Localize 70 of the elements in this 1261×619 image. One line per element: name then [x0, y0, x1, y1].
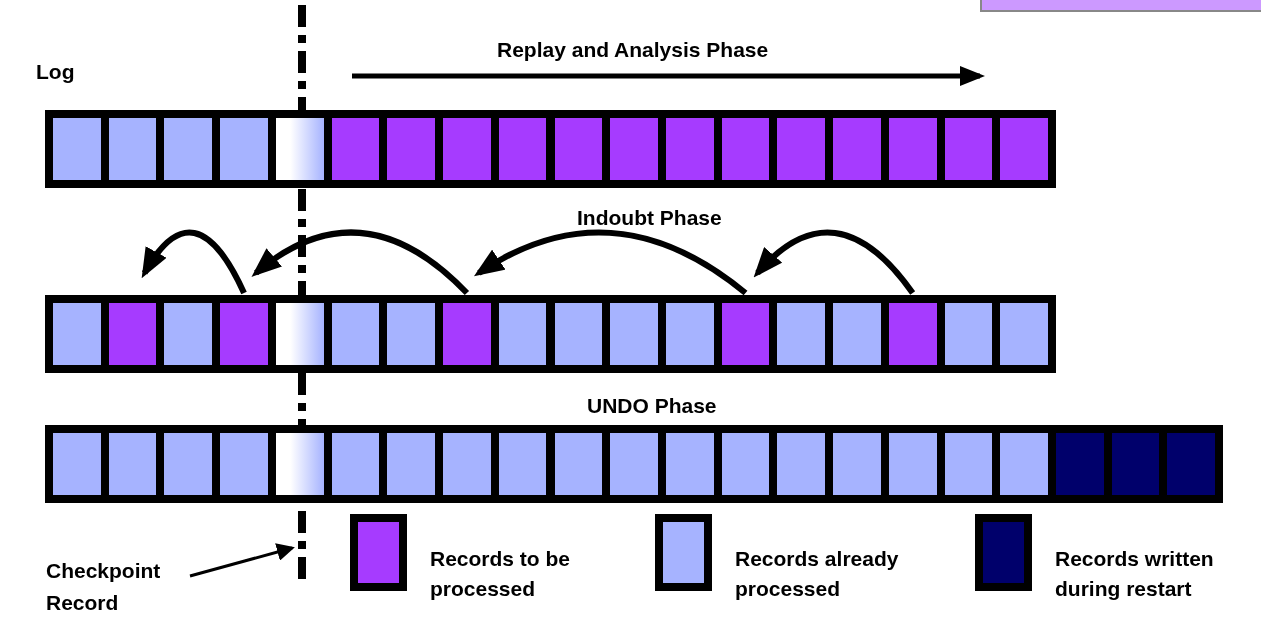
log-record — [944, 118, 993, 180]
checkpoint-record — [275, 118, 324, 180]
log-record — [331, 118, 380, 180]
log-record — [610, 433, 658, 495]
log-record — [108, 433, 157, 495]
log-record — [610, 303, 658, 365]
log-record — [53, 303, 101, 365]
log-record — [721, 303, 770, 365]
log-record — [220, 433, 268, 495]
log-record — [833, 433, 881, 495]
legend-text: Records written during restart — [1055, 546, 1215, 602]
arrow — [251, 229, 469, 296]
log-record — [108, 118, 157, 180]
arrow — [753, 229, 916, 295]
log-record — [331, 303, 380, 365]
log-record — [888, 433, 937, 495]
log-record — [164, 303, 213, 365]
log-record — [888, 118, 937, 180]
phase-label: UNDO Phase — [587, 393, 717, 419]
log-record — [331, 433, 380, 495]
log-record — [721, 118, 770, 180]
log-record — [944, 433, 993, 495]
log-record — [944, 303, 993, 365]
log-record — [498, 433, 547, 495]
log-record — [554, 118, 603, 180]
checkpoint-record — [275, 303, 324, 365]
log-record — [777, 433, 826, 495]
log-record — [610, 118, 658, 180]
log-record — [1111, 433, 1160, 495]
phase-label: Indoubt Phase — [577, 205, 722, 231]
arrow — [141, 229, 247, 295]
log-record — [108, 303, 157, 365]
log-record — [53, 118, 101, 180]
log-record — [833, 118, 881, 180]
log-record — [1000, 433, 1048, 495]
log-record — [1000, 118, 1048, 180]
log-record — [443, 118, 491, 180]
log-record — [387, 118, 436, 180]
log-record — [498, 118, 547, 180]
phase-label: Replay and Analysis Phase — [497, 37, 769, 63]
log-record — [1167, 433, 1216, 495]
log-record — [554, 303, 603, 365]
log-record — [665, 303, 714, 365]
log-record — [665, 433, 714, 495]
log-record — [888, 303, 937, 365]
log-record — [777, 303, 826, 365]
leader-line — [189, 543, 295, 578]
log-record — [164, 118, 213, 180]
log-record — [220, 118, 268, 180]
log-record — [443, 433, 491, 495]
log-record — [387, 433, 436, 495]
log-record — [833, 303, 881, 365]
log-record — [164, 433, 213, 495]
log-record — [721, 433, 770, 495]
callout-text: Checkpoint Record — [46, 555, 206, 619]
log-record — [665, 118, 714, 180]
log-record — [443, 303, 491, 365]
log-record — [387, 303, 436, 365]
log-label: Log — [36, 59, 75, 85]
log-record — [53, 433, 101, 495]
checkpoint-record — [275, 433, 324, 495]
log-record — [777, 118, 826, 180]
legend-text: Records to be processed — [430, 546, 572, 602]
log-record — [554, 433, 603, 495]
legend-text: Records already processed — [735, 546, 900, 602]
log-record — [1056, 433, 1104, 495]
arrow — [473, 229, 748, 296]
log-record — [498, 303, 547, 365]
log-record — [1000, 303, 1048, 365]
log-record — [220, 303, 268, 365]
